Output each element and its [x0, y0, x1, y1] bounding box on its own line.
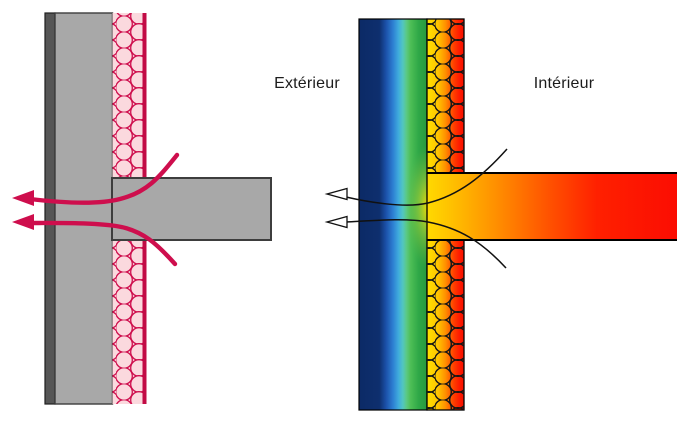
interior-label: Intérieur — [533, 75, 595, 92]
heat-loss-arrow-upper-icon — [27, 152, 180, 205]
interior-finish-strip-lower — [142, 240, 147, 404]
concrete-wall-layer — [54, 12, 114, 405]
thermal-insulation-upper-bubbles — [427, 19, 464, 173]
insulation-layer-upper — [112, 13, 143, 178]
exterior-cladding-layer — [44, 12, 56, 405]
heat-flux-line-upper-icon — [345, 148, 508, 206]
heat-flux-line-lower-icon — [345, 219, 507, 269]
construction-section-panel — [12, 12, 272, 405]
exterior-label: Extérieur — [274, 75, 340, 92]
thermal-insulation-lower-bubbles — [427, 240, 464, 410]
heat-loss-arrow-lower-icon — [27, 220, 178, 267]
thermal-floor-slab — [427, 173, 677, 240]
thermal-bulge-overlay — [406, 145, 427, 269]
interior-finish-strip-upper — [142, 13, 147, 178]
flux-arrowhead-lower-icon — [324, 215, 348, 229]
heat-loss-arrowhead-upper-icon — [12, 190, 34, 206]
floor-slab — [111, 177, 272, 241]
heat-loss-arrowhead-lower-icon — [12, 214, 34, 230]
insulation-layer-lower — [112, 240, 143, 404]
flux-arrowhead-upper-icon — [324, 187, 348, 201]
thermal-simulation-panel — [324, 18, 677, 411]
